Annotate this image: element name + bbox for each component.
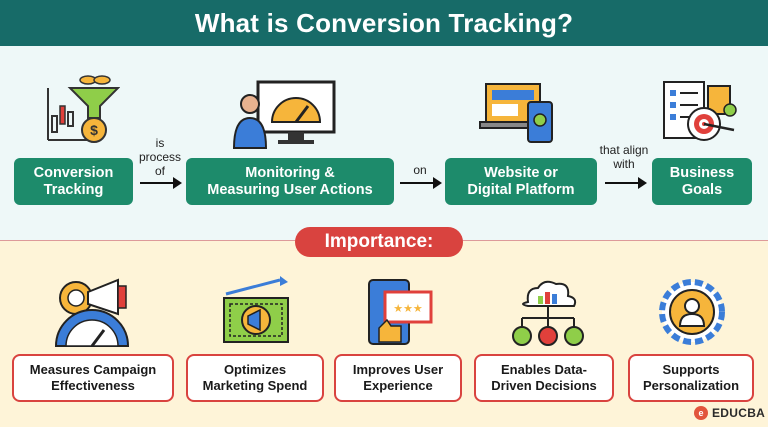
benefit-box: Supports Personalization [628,354,754,402]
laptop-phone-icon [479,83,553,143]
benefit-box: Measures Campaign Effectiveness [12,354,174,402]
flow-box-label: Business Goals [669,164,735,198]
flow-box-label: Monitoring & Measuring User Actions [207,164,373,198]
header-bar: What is Conversion Tracking? [0,0,768,46]
arrow-1 [140,177,182,189]
flow-box-monitoring: Monitoring & Measuring User Actions [186,158,394,205]
funnel-coin-chart-icon: $ [47,75,120,143]
logo-mark-icon: e [694,406,708,420]
connector-label: is process of [138,136,182,178]
benefit-label: Improves User Experience [352,362,444,393]
importance-heading: Importance: [295,227,463,257]
benefit-label: Supports Personalization [642,362,740,393]
benefit-box: Optimizes Marketing Spend [186,354,324,402]
mobile-rating-icon: ★★★ [368,279,433,345]
benefit-label: Measures Campaign Effectiveness [29,362,157,393]
benefit-label: Enables Data- Driven Decisions [491,362,597,393]
megaphone-gauge-icon [54,278,130,347]
money-megaphone-icon [223,276,289,343]
arrow-2 [400,177,442,189]
flow-box-label: Website or Digital Platform [467,164,575,198]
benefit-label: Optimizes Marketing Spend [202,362,308,393]
logo-text: EDUCBA [712,406,766,420]
educba-logo: e EDUCBA [694,406,765,420]
cloud-decision-tree-icon [512,280,584,346]
flow-box-label: Conversion Tracking [33,164,114,198]
svg-text:★★★: ★★★ [393,302,423,315]
flow-box-business-goals: Business Goals [652,158,752,205]
page-title: What is Conversion Tracking? [194,7,574,38]
benefit-box: Improves User Experience [334,354,462,402]
flow-box-conversion-tracking: Conversion Tracking [14,158,133,205]
connector-label: on [413,163,427,177]
arrow-3 [605,177,647,189]
dashboard-monitor-user-icon [232,80,336,149]
definition-panel [0,46,768,240]
flow-box-website: Website or Digital Platform [445,158,597,205]
gear-person-icon [659,279,725,345]
benefit-box: Enables Data- Driven Decisions [474,354,614,402]
target-checklist-icon [663,81,737,141]
svg-text:$: $ [90,122,98,138]
connector-label: that align with [599,143,649,171]
